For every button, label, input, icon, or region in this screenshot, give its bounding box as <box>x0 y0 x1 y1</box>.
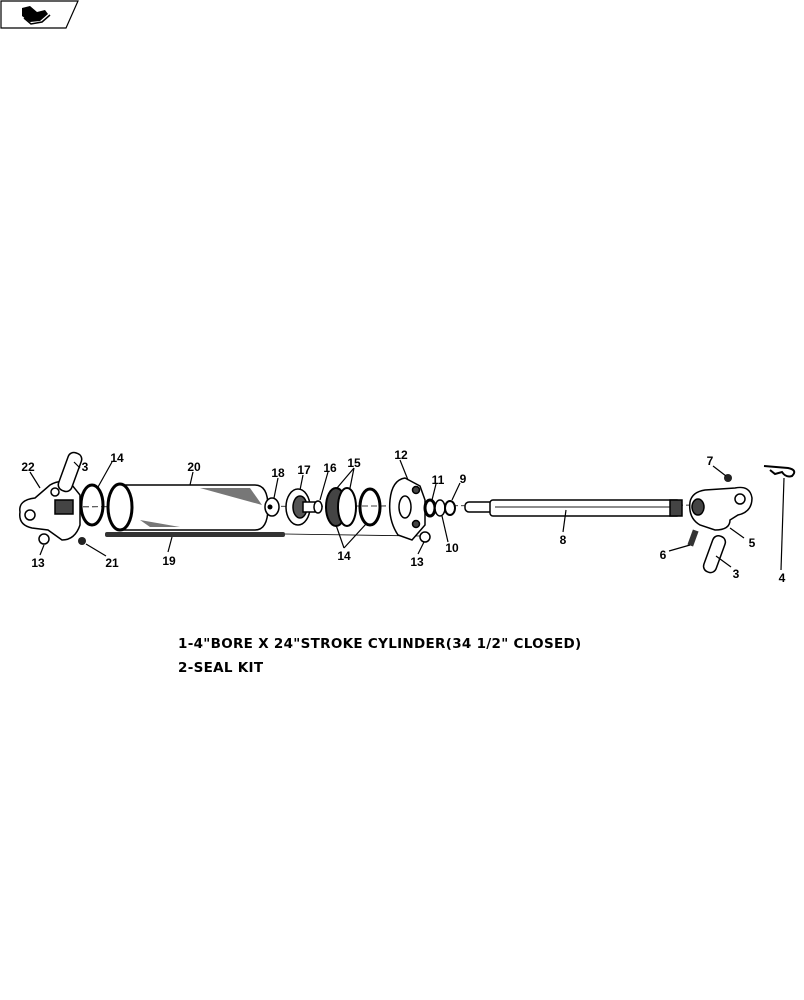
callout-14: 14 <box>110 451 124 465</box>
rod-clevis-5 <box>688 486 753 531</box>
callout-22: 22 <box>21 460 35 474</box>
seals-15 <box>325 487 357 527</box>
o-ring-14 <box>79 483 105 527</box>
callout-6: 6 <box>660 548 667 562</box>
tie-rod-19 <box>105 532 421 537</box>
callout-16: 16 <box>323 461 337 475</box>
callout-11: 11 <box>432 473 445 487</box>
nut-21 <box>78 537 86 545</box>
callout-3-right: 3 <box>733 567 740 581</box>
grease-fitting-6 <box>687 529 699 547</box>
callout-12: 12 <box>394 448 408 462</box>
parts-legend-line-1: 1-4"BORE X 24"STROKE CYLINDER(34 1/2" CL… <box>178 636 582 652</box>
callout-13-right: 13 <box>410 555 424 569</box>
callout-19: 19 <box>162 554 176 568</box>
nut-18 <box>264 497 280 517</box>
back-to-toc-icon <box>22 6 51 25</box>
callout-9: 9 <box>460 472 467 486</box>
barrel-20 <box>106 482 269 532</box>
callout-10: 10 <box>445 541 459 555</box>
piston-17 <box>285 488 316 526</box>
base-end-cap <box>19 480 81 541</box>
ring-9 <box>444 500 456 516</box>
rod-8 <box>464 499 683 517</box>
head-12 <box>388 477 426 541</box>
callout-15: 15 <box>347 456 361 470</box>
nut-13-right <box>419 531 431 543</box>
cotter-pin-4 <box>763 465 796 478</box>
callout-21: 21 <box>105 556 119 570</box>
callout-13-left: 13 <box>31 556 45 570</box>
callout-8: 8 <box>560 533 567 547</box>
pin-3-left <box>57 451 83 493</box>
ring-16 <box>313 500 323 514</box>
callout-3: 3 <box>82 460 89 474</box>
parts-legend-line-2: 2-SEAL KIT <box>178 660 264 676</box>
callout-20: 20 <box>187 460 201 474</box>
wiper-10 <box>434 499 446 517</box>
callout-4: 4 <box>779 571 786 585</box>
callout-7: 7 <box>707 454 714 468</box>
callout-18: 18 <box>271 466 285 480</box>
callout-14-lower: 14 <box>337 549 351 563</box>
leader-lines <box>29 459 785 571</box>
o-ring-14-right <box>358 487 382 527</box>
callout-5: 5 <box>749 536 756 550</box>
callout-17: 17 <box>297 463 311 477</box>
back-navigation-button[interactable] <box>0 0 80 32</box>
nut-13-left <box>38 533 50 545</box>
pin-3-right <box>702 535 727 574</box>
seal-11 <box>423 498 437 518</box>
